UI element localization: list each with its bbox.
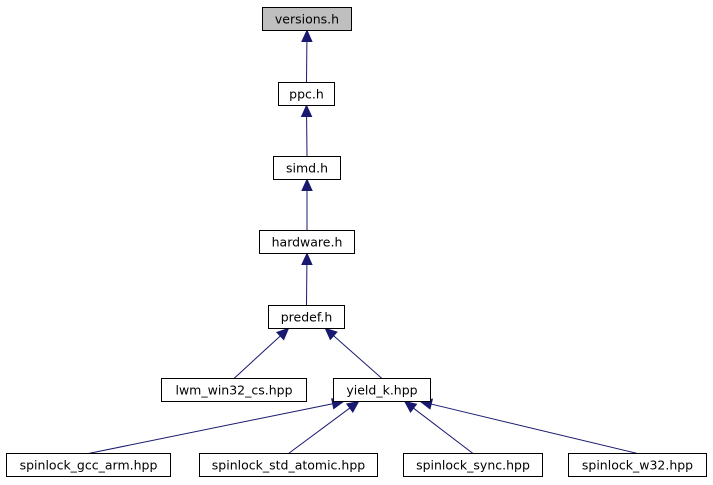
- edge-spin_sync-to-yield: [413, 407, 474, 454]
- node-yield-k[interactable]: yield_k.hpp: [333, 378, 431, 402]
- arrowhead-spin_sync-to-yield: [403, 400, 418, 414]
- arrowhead-lwm-to-predef: [276, 327, 290, 341]
- node-label-versions: versions.h: [275, 12, 339, 27]
- node-label-spinlock-gcc-arm: spinlock_gcc_arm.hpp: [20, 458, 158, 473]
- node-hardware[interactable]: hardware.h: [259, 230, 355, 254]
- node-spinlock-w32[interactable]: spinlock_w32.hpp: [568, 453, 707, 477]
- edge-yield-to-predef: [333, 335, 383, 379]
- node-label-hardware: hardware.h: [272, 235, 343, 250]
- node-spinlock-std-atomic[interactable]: spinlock_std_atomic.hpp: [199, 453, 378, 477]
- arrowhead-simd-to-ppc: [300, 104, 313, 117]
- arrowhead-predef-to-hardware: [301, 252, 313, 265]
- edge-spin_std-to-yield: [288, 407, 351, 454]
- node-predef[interactable]: predef.h: [268, 305, 345, 329]
- node-label-ppc: ppc.h: [289, 87, 324, 102]
- edge-lwm-to-predef: [233, 335, 281, 379]
- node-label-spinlock-w32: spinlock_w32.hpp: [582, 458, 693, 473]
- node-label-spinlock-std-atomic: spinlock_std_atomic.hpp: [212, 458, 365, 473]
- node-label-lwm-win32-cs: lwm_win32_cs.hpp: [175, 383, 292, 398]
- node-ppc[interactable]: ppc.h: [278, 82, 335, 106]
- node-lwm-win32-cs[interactable]: lwm_win32_cs.hpp: [161, 378, 307, 402]
- node-label-spinlock-sync: spinlock_sync.hpp: [416, 458, 530, 473]
- edge-spin_w32-to-yield: [431, 403, 638, 454]
- arrowhead-ppc-to-versions: [301, 29, 313, 42]
- edge-spin_gcc-to-yield: [88, 403, 333, 454]
- arrowhead-spin_std-to-yield: [345, 400, 360, 414]
- node-label-predef: predef.h: [281, 310, 333, 325]
- arrowhead-yield-to-predef: [324, 327, 338, 341]
- node-simd[interactable]: simd.h: [273, 156, 341, 180]
- arrowhead-hardware-to-simd: [301, 178, 313, 191]
- node-label-simd: simd.h: [286, 161, 328, 176]
- node-label-yield-k: yield_k.hpp: [346, 383, 417, 398]
- node-spinlock-sync[interactable]: spinlock_sync.hpp: [403, 453, 543, 477]
- node-versions[interactable]: versions.h: [262, 7, 352, 31]
- node-spinlock-gcc-arm[interactable]: spinlock_gcc_arm.hpp: [6, 453, 171, 477]
